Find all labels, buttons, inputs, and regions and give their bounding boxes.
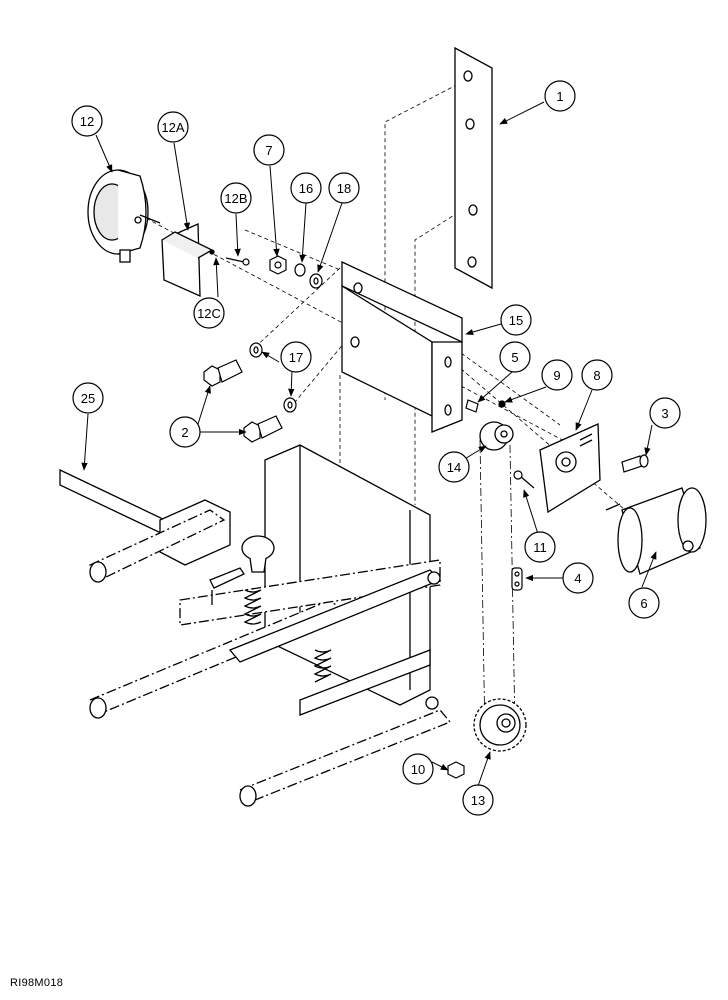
svg-text:15: 15 <box>509 313 523 328</box>
svg-text:17: 17 <box>289 350 303 365</box>
callout-13: 13 <box>462 784 494 816</box>
svg-text:10: 10 <box>411 762 425 777</box>
part-6-cylinder <box>605 487 707 575</box>
callout-5: 5 <box>499 341 531 373</box>
callout-18: 18 <box>328 172 360 204</box>
callout-17: 17 <box>280 341 312 373</box>
svg-text:3: 3 <box>661 406 668 421</box>
svg-text:1: 1 <box>556 89 563 104</box>
callout-12: 12 <box>71 105 103 137</box>
callout-10: 10 <box>402 753 434 785</box>
callout-11: 11 <box>524 531 556 563</box>
part-15-angle-bracket <box>341 260 463 433</box>
svg-text:13: 13 <box>471 793 485 808</box>
callout-1: 1 <box>544 80 576 112</box>
callout-2: 2 <box>169 416 201 448</box>
callout-14: 14 <box>438 451 470 483</box>
svg-text:25: 25 <box>81 391 95 406</box>
part-25-frame <box>59 444 452 807</box>
svg-text:12C: 12C <box>197 306 221 321</box>
svg-text:9: 9 <box>553 368 560 383</box>
svg-text:18: 18 <box>337 181 351 196</box>
callout-15: 15 <box>500 304 532 336</box>
callout-3: 3 <box>649 397 681 429</box>
callout-leaders <box>81 101 657 787</box>
callout-12c: 12C <box>193 297 225 329</box>
callout-8: 8 <box>581 359 613 391</box>
callout-4: 4 <box>562 562 594 594</box>
svg-text:5: 5 <box>511 350 518 365</box>
svg-text:2: 2 <box>181 425 188 440</box>
part-12a-bracket <box>161 223 215 298</box>
figure-caption: RI98M018 <box>10 977 64 989</box>
svg-text:8: 8 <box>593 368 600 383</box>
part-1-vertical-bar <box>454 46 493 290</box>
svg-text:4: 4 <box>574 571 581 586</box>
svg-text:12A: 12A <box>161 120 184 135</box>
callout-12b: 12B <box>220 182 252 214</box>
svg-text:14: 14 <box>447 460 461 475</box>
callout-7: 7 <box>253 134 285 166</box>
part-12-motor <box>87 169 161 263</box>
hardware-parts <box>203 255 649 779</box>
callout-16: 16 <box>290 172 322 204</box>
callout-9: 9 <box>541 359 573 391</box>
callout-12a: 12A <box>157 111 189 143</box>
part-14-sprocket <box>479 421 514 451</box>
callout-6: 6 <box>628 587 660 619</box>
svg-text:12B: 12B <box>224 191 247 206</box>
svg-text:16: 16 <box>299 181 313 196</box>
svg-text:12: 12 <box>80 114 94 129</box>
svg-text:7: 7 <box>265 143 272 158</box>
svg-text:6: 6 <box>640 596 647 611</box>
part-8-plate <box>539 423 601 514</box>
svg-text:11: 11 <box>533 540 547 555</box>
callout-25: 25 <box>72 382 104 414</box>
part-13-sprocket <box>473 698 527 752</box>
